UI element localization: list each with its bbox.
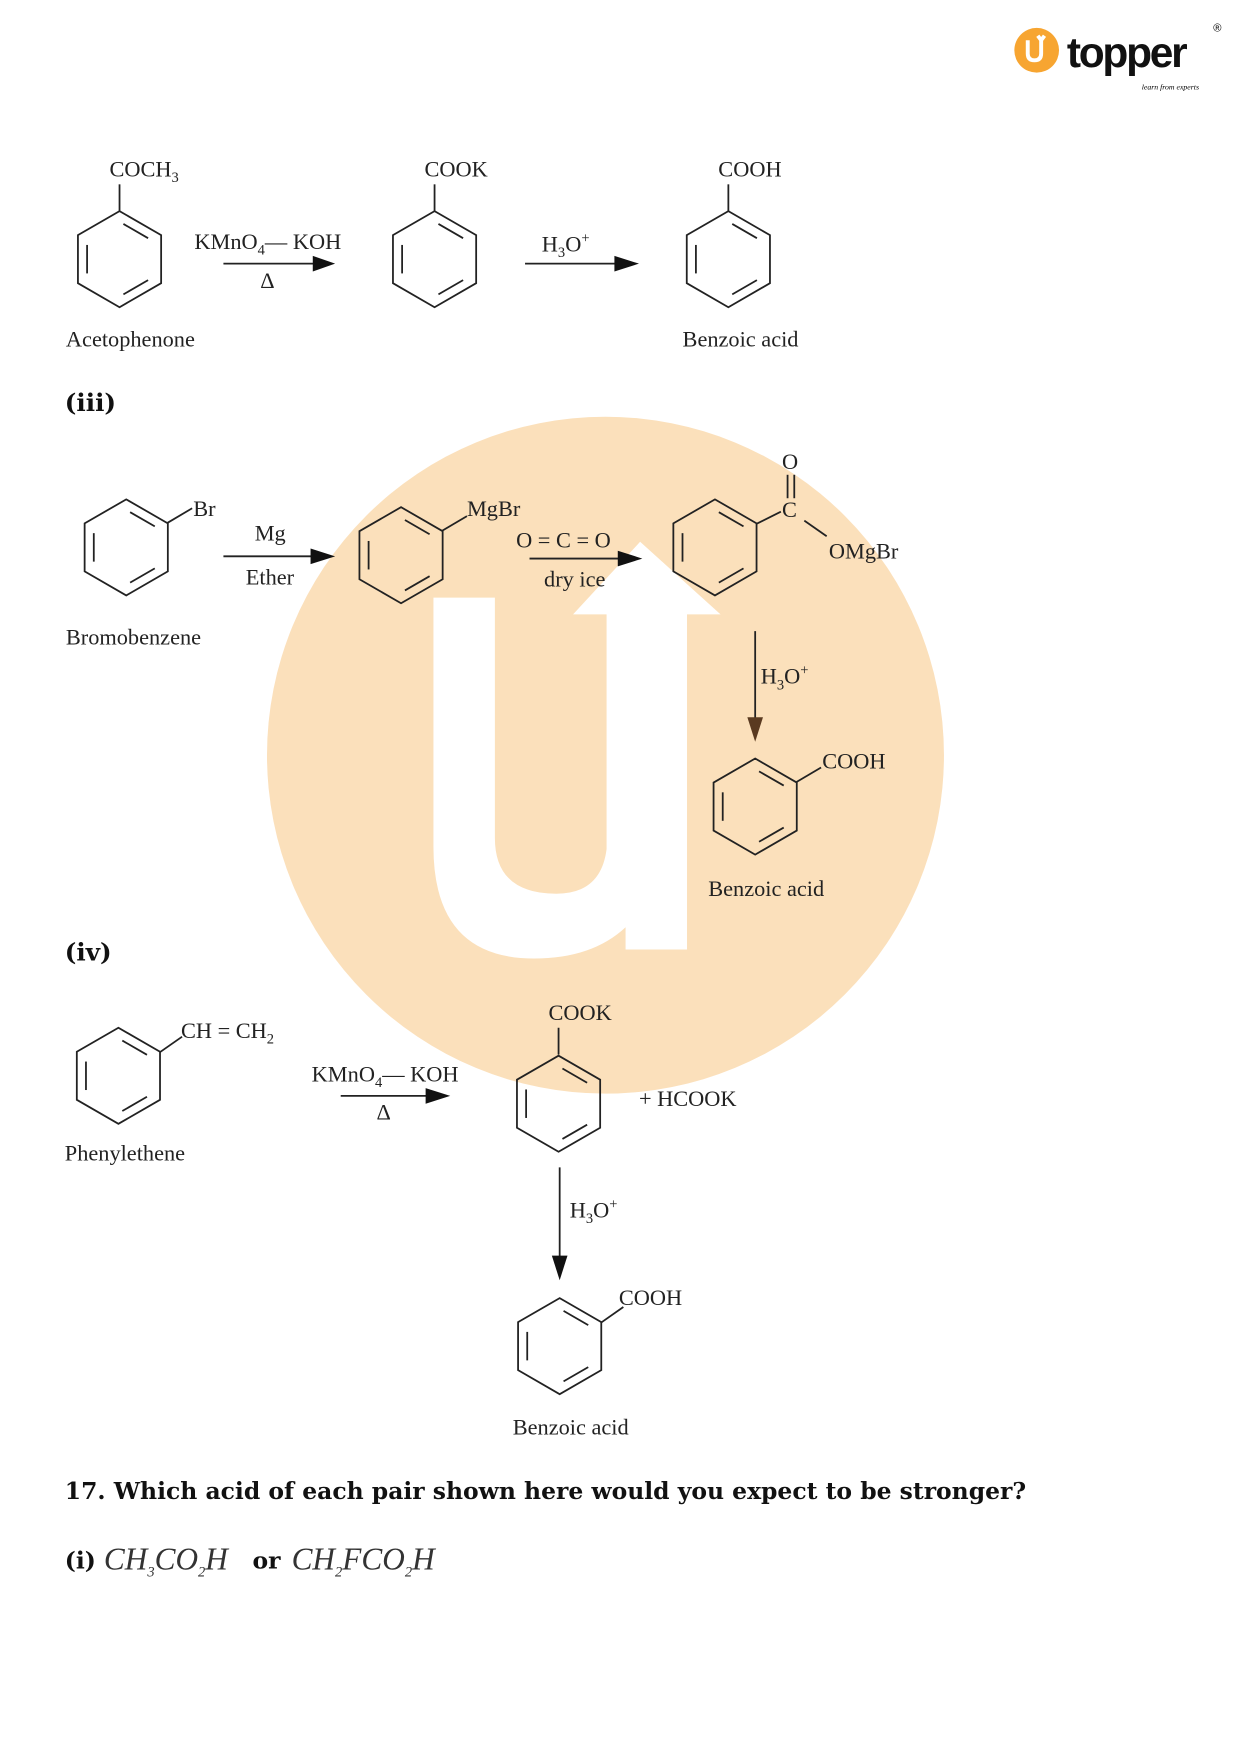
carbonyl-o: O: [782, 449, 798, 474]
double-bond: [122, 279, 149, 296]
logo-tagline: learn from experts: [1142, 82, 1199, 91]
topper-logo: topper ® learn from experts: [1014, 22, 1222, 91]
benzoic-acid-name: Benzoic acid: [683, 326, 799, 351]
double-bond: [129, 511, 156, 528]
logo-wordmark: topper: [1067, 29, 1187, 76]
h3o-reagent: H3O+: [570, 1197, 618, 1228]
double-bond: [563, 1310, 589, 1326]
heat-symbol: Δ: [260, 268, 274, 293]
benzene-ring: [83, 498, 169, 597]
benzene-ring: [358, 506, 444, 605]
acetophenone-name: Acetophenone: [66, 326, 195, 351]
cook-label: COOK: [549, 1000, 612, 1025]
benzene-ring: [712, 757, 798, 856]
double-bond: [404, 575, 431, 592]
registered-mark: ®: [1213, 22, 1222, 34]
bromobenzene-name: Bromobenzene: [66, 625, 201, 650]
acid-1-formula: CH3CO2H: [104, 1542, 229, 1581]
benzene-ring: [392, 210, 478, 309]
double-bond: [121, 1095, 148, 1112]
double-bond: [129, 567, 156, 584]
coch3-label: COCH3: [109, 157, 178, 187]
part-iv-label: (iv): [65, 938, 112, 967]
h3o-reagent: H3O+: [761, 663, 809, 694]
benzene-ring: [75, 1026, 161, 1125]
scheme-phenylethene: CH = CH2 Phenylethene KMnO4— KOH Δ COOK …: [65, 1000, 737, 1439]
scheme-bromobenzene: Br Bromobenzene Mg Ether MgBr O = C = O …: [66, 449, 899, 901]
double-bond: [758, 826, 785, 843]
benzoic-acid-name: Benzoic acid: [513, 1414, 629, 1439]
question-17: 17. Which acid of each pair shown here w…: [65, 1477, 1026, 1505]
benzene-ring: [516, 1054, 602, 1153]
cooh-label: COOH: [718, 157, 781, 182]
heat-symbol: Δ: [376, 1099, 390, 1124]
double-bond: [562, 1123, 588, 1140]
dry-ice-label: dry ice: [544, 566, 605, 591]
double-bond: [121, 1039, 148, 1056]
double-bond: [438, 279, 464, 296]
reagent-kmno4-koh: KMnO4— KOH: [312, 1061, 459, 1091]
double-bond: [404, 519, 431, 536]
double-bond: [718, 567, 744, 584]
mgbr-label: MgBr: [467, 496, 521, 521]
benzoic-acid-name: Benzoic acid: [708, 876, 824, 901]
phenylethene-name: Phenylethene: [65, 1141, 185, 1166]
double-bond: [731, 223, 758, 239]
ether-solvent: Ether: [246, 564, 295, 589]
watermark-logo: [266, 416, 944, 1094]
reagent-kmno4-koh: KMnO4— KOH: [194, 229, 341, 259]
omgbr-label: OMgBr: [829, 539, 899, 564]
acid-2-formula: CH2FCO2H: [292, 1542, 437, 1581]
reagent-h3o: H3O+: [542, 230, 590, 261]
benzene-rings: [75, 210, 798, 1396]
double-bond: [438, 223, 464, 239]
part-iii-label: (iii): [65, 388, 116, 417]
double-bond: [758, 770, 785, 787]
cooh-label: COOH: [822, 749, 885, 774]
benzene-ring: [685, 210, 771, 309]
vinyl-label: CH = CH2: [181, 1018, 274, 1048]
carbonyl-c: C: [782, 497, 797, 522]
double-bond: [718, 511, 744, 528]
benzene-ring: [77, 210, 163, 309]
or-text: or: [252, 1546, 281, 1574]
benzene-ring: [517, 1297, 603, 1396]
logo-arrow-icon: [1025, 34, 1047, 63]
part-i: (i) CH3CO2H or CH2FCO2H: [65, 1542, 436, 1581]
cooh-label: COOH: [619, 1285, 682, 1310]
double-bond: [731, 279, 758, 296]
co2-reagent: O = C = O: [516, 527, 611, 552]
double-bond: [562, 1067, 588, 1084]
br-label: Br: [193, 496, 216, 521]
mg-reagent: Mg: [255, 521, 286, 546]
logo-circle-icon: [1014, 27, 1060, 73]
hcook-byproduct: + HCOOK: [639, 1086, 737, 1111]
scheme-acetophenone: COCH3 KMnO4— KOH Δ COOK H3O+ COOH Acetop…: [66, 157, 799, 352]
double-bond: [563, 1366, 589, 1383]
cook-label: COOK: [425, 157, 488, 182]
part-i-label: (i): [65, 1546, 96, 1574]
double-bond: [122, 223, 149, 239]
